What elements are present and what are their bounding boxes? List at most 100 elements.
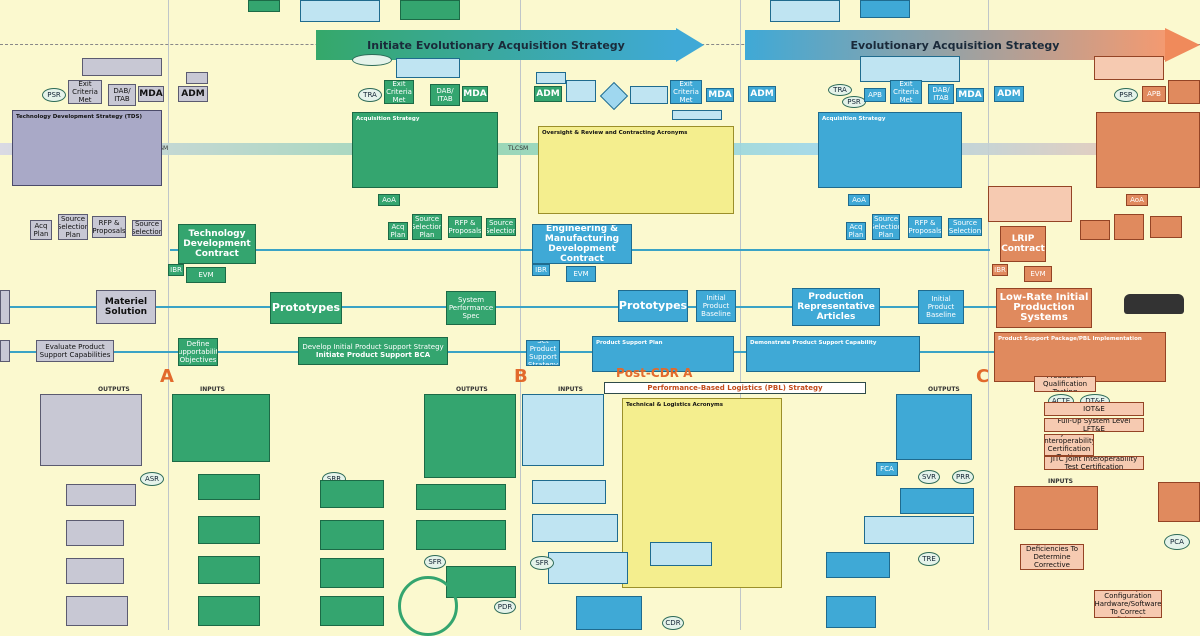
inputs-label: INPUTS xyxy=(558,386,583,393)
outputs-label: OUTPUTS xyxy=(98,386,130,393)
inputs-label: INPUTS xyxy=(200,386,225,393)
oversight-acronyms-box: Oversight & Review and Contracting Acron… xyxy=(538,126,734,214)
process-box xyxy=(416,484,506,510)
joint-interoperability-box: Joint Interoperability Certification Tes… xyxy=(1044,434,1094,456)
dab-itab-box: DAB/ ITAB xyxy=(108,84,136,106)
source-selection-box: Source Selection xyxy=(486,218,516,236)
process-box xyxy=(198,596,260,626)
banner-initiate-arrow: Initiate Evolutionary Acquisition Strate… xyxy=(316,30,676,60)
edge-box xyxy=(0,340,10,362)
edge-box xyxy=(0,290,10,324)
process-box xyxy=(1158,482,1200,522)
banner-arrow-head xyxy=(1165,28,1200,62)
top-box xyxy=(860,0,910,18)
outputs-list-box xyxy=(40,394,142,466)
process-box xyxy=(320,596,384,626)
process-flow-line xyxy=(0,351,1000,353)
ibr-box: IBR xyxy=(532,264,550,276)
develop-product-support-box: Develop Initial Product Support Strategy… xyxy=(298,337,448,365)
define-supportability-box: Define Supportability Objectives xyxy=(178,338,218,366)
aoa-box: AoA xyxy=(848,194,870,206)
tlcsm-label: TLCSM xyxy=(508,145,529,152)
process-box xyxy=(532,480,606,504)
banner-initiate-label: Initiate Evolutionary Acquisition Strate… xyxy=(367,38,625,52)
mda-box: MDA xyxy=(462,86,488,102)
process-box xyxy=(548,552,628,584)
ibr-box: IBR xyxy=(992,264,1008,276)
inputs-list-box xyxy=(1014,486,1098,530)
psr-oval: PSR xyxy=(42,88,66,102)
inputs-list-box xyxy=(522,394,604,466)
entry-box xyxy=(396,58,460,78)
product-support-package-box: Product Support Package/PBL Implementati… xyxy=(994,332,1166,382)
acq-plan-box: Acq Plan xyxy=(388,222,408,240)
top-box xyxy=(248,0,280,12)
entry-box xyxy=(630,86,668,104)
pdr-oval: PDR xyxy=(494,600,516,614)
loop-circle xyxy=(398,576,458,636)
prr-oval: PRR xyxy=(952,470,974,484)
process-box xyxy=(320,520,384,550)
adm-box: ADM xyxy=(994,86,1024,102)
acquisition-strategy-box: Acquisition Strategy xyxy=(352,112,498,188)
system-performance-spec-box: System Performance Spec xyxy=(446,291,496,325)
asr-oval: ASR xyxy=(140,472,164,486)
process-box xyxy=(900,488,974,514)
analyze-deficiencies-box: Analyze Deficiencies To Determine Correc… xyxy=(1020,544,1084,570)
adm-box: ADM xyxy=(534,86,562,102)
technology-development-contract-box: Technology Development Contract xyxy=(178,224,256,264)
mda-box: MDA xyxy=(956,88,984,102)
process-box xyxy=(446,566,516,598)
milestone-a: A xyxy=(160,366,174,387)
evm-box: EVM xyxy=(566,266,596,282)
ibr-box: IBR xyxy=(168,264,184,276)
exit-box xyxy=(1168,80,1200,104)
sfr-oval: SFR xyxy=(424,555,446,569)
apb-box: APB xyxy=(864,88,886,102)
top-box xyxy=(400,0,460,20)
lrip-contract-box: LRIP Contract xyxy=(1000,226,1046,262)
fca-box: FCA xyxy=(876,462,898,476)
evaluate-product-support-box: Evaluate Product Support Capabilities xyxy=(36,340,114,362)
source-selection-plan-box: Source Selection Plan xyxy=(872,214,900,240)
banner-evolutionary-arrow: Evolutionary Acquisition Strategy xyxy=(745,30,1165,60)
jitc-box: JITC Joint Interoperability Test Certifi… xyxy=(1044,456,1144,470)
process-box xyxy=(1114,214,1144,240)
adm-box: ADM xyxy=(748,86,776,102)
analyze-box xyxy=(66,520,124,546)
production-articles-box: Production Representative Articles xyxy=(792,288,880,326)
top-box xyxy=(770,0,840,22)
column-divider xyxy=(740,0,741,630)
tre-oval: TRE xyxy=(918,552,940,566)
decision-diamond xyxy=(599,81,629,111)
initial-product-baseline-box: Initial Product Baseline xyxy=(696,290,736,322)
entry-box xyxy=(1094,56,1164,80)
process-box xyxy=(416,520,506,550)
process-box xyxy=(198,474,260,500)
pca-oval: PCA xyxy=(1164,534,1190,550)
entry-criteria-box xyxy=(82,58,162,76)
tds-box: Technology Development Strategy (TDS) xyxy=(12,110,162,186)
psr-oval: PSR xyxy=(842,96,866,108)
tra-oval: TRA xyxy=(828,84,852,96)
source-selection-box: Source Selection xyxy=(132,220,162,236)
initial-product-baseline-box: Initial Product Baseline xyxy=(918,290,964,324)
process-box xyxy=(1150,216,1182,238)
analyze-box xyxy=(66,484,136,506)
sfr-oval: SFR xyxy=(530,556,554,570)
top-box xyxy=(300,0,380,22)
outputs-list-box xyxy=(424,394,516,478)
rfp-proposals-box: RFP & Proposals xyxy=(908,216,942,238)
cdr-oval: CDR xyxy=(662,616,684,630)
lfte-box: Full-Up System Level LFT&E xyxy=(1044,418,1144,432)
acquisition-strategy-box xyxy=(1096,112,1200,188)
milestone-b: B xyxy=(514,366,528,387)
exit-criteria-box: Exit Criteria Met xyxy=(68,80,102,104)
rfp-proposals-box: RFP & Proposals xyxy=(448,216,482,238)
mda-box: MDA xyxy=(138,86,164,102)
entry-box xyxy=(860,56,960,82)
evm-box: EVM xyxy=(1024,266,1052,282)
acq-plan-box: Acq Plan xyxy=(30,220,52,240)
emd-contract-box: Engineering & Manufacturing Development … xyxy=(532,224,632,264)
analyze-box xyxy=(66,558,124,584)
